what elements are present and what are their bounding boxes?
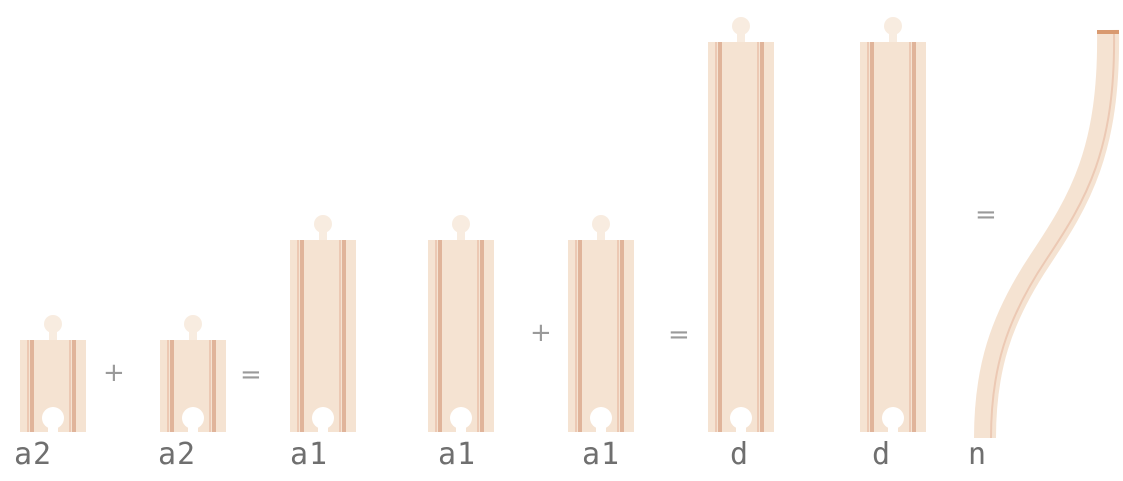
straight-track-piece: [428, 215, 494, 432]
straight-track-piece: [20, 315, 86, 432]
piece-label: d: [730, 437, 750, 472]
straight-track-piece: [290, 215, 356, 432]
piece-label: a1: [582, 437, 621, 472]
straight-track-piece: [860, 17, 926, 432]
piece-label: a1: [290, 437, 329, 472]
s-curve-track-piece: [974, 29, 1120, 439]
straight-track-piece: [160, 315, 226, 432]
equals-sign: =: [668, 320, 690, 350]
piece-label: a2: [158, 437, 197, 472]
piece-label: d: [872, 437, 892, 472]
straight-track-piece: [568, 215, 634, 432]
straight-track-piece: [708, 17, 774, 432]
piece-label: n: [968, 437, 988, 472]
piece-label: a2: [14, 437, 53, 472]
equals-sign: =: [240, 360, 262, 390]
equals-sign: =: [975, 200, 997, 230]
piece-label: a1: [438, 437, 477, 472]
plus-sign: +: [103, 358, 125, 388]
plus-sign: +: [530, 318, 552, 348]
